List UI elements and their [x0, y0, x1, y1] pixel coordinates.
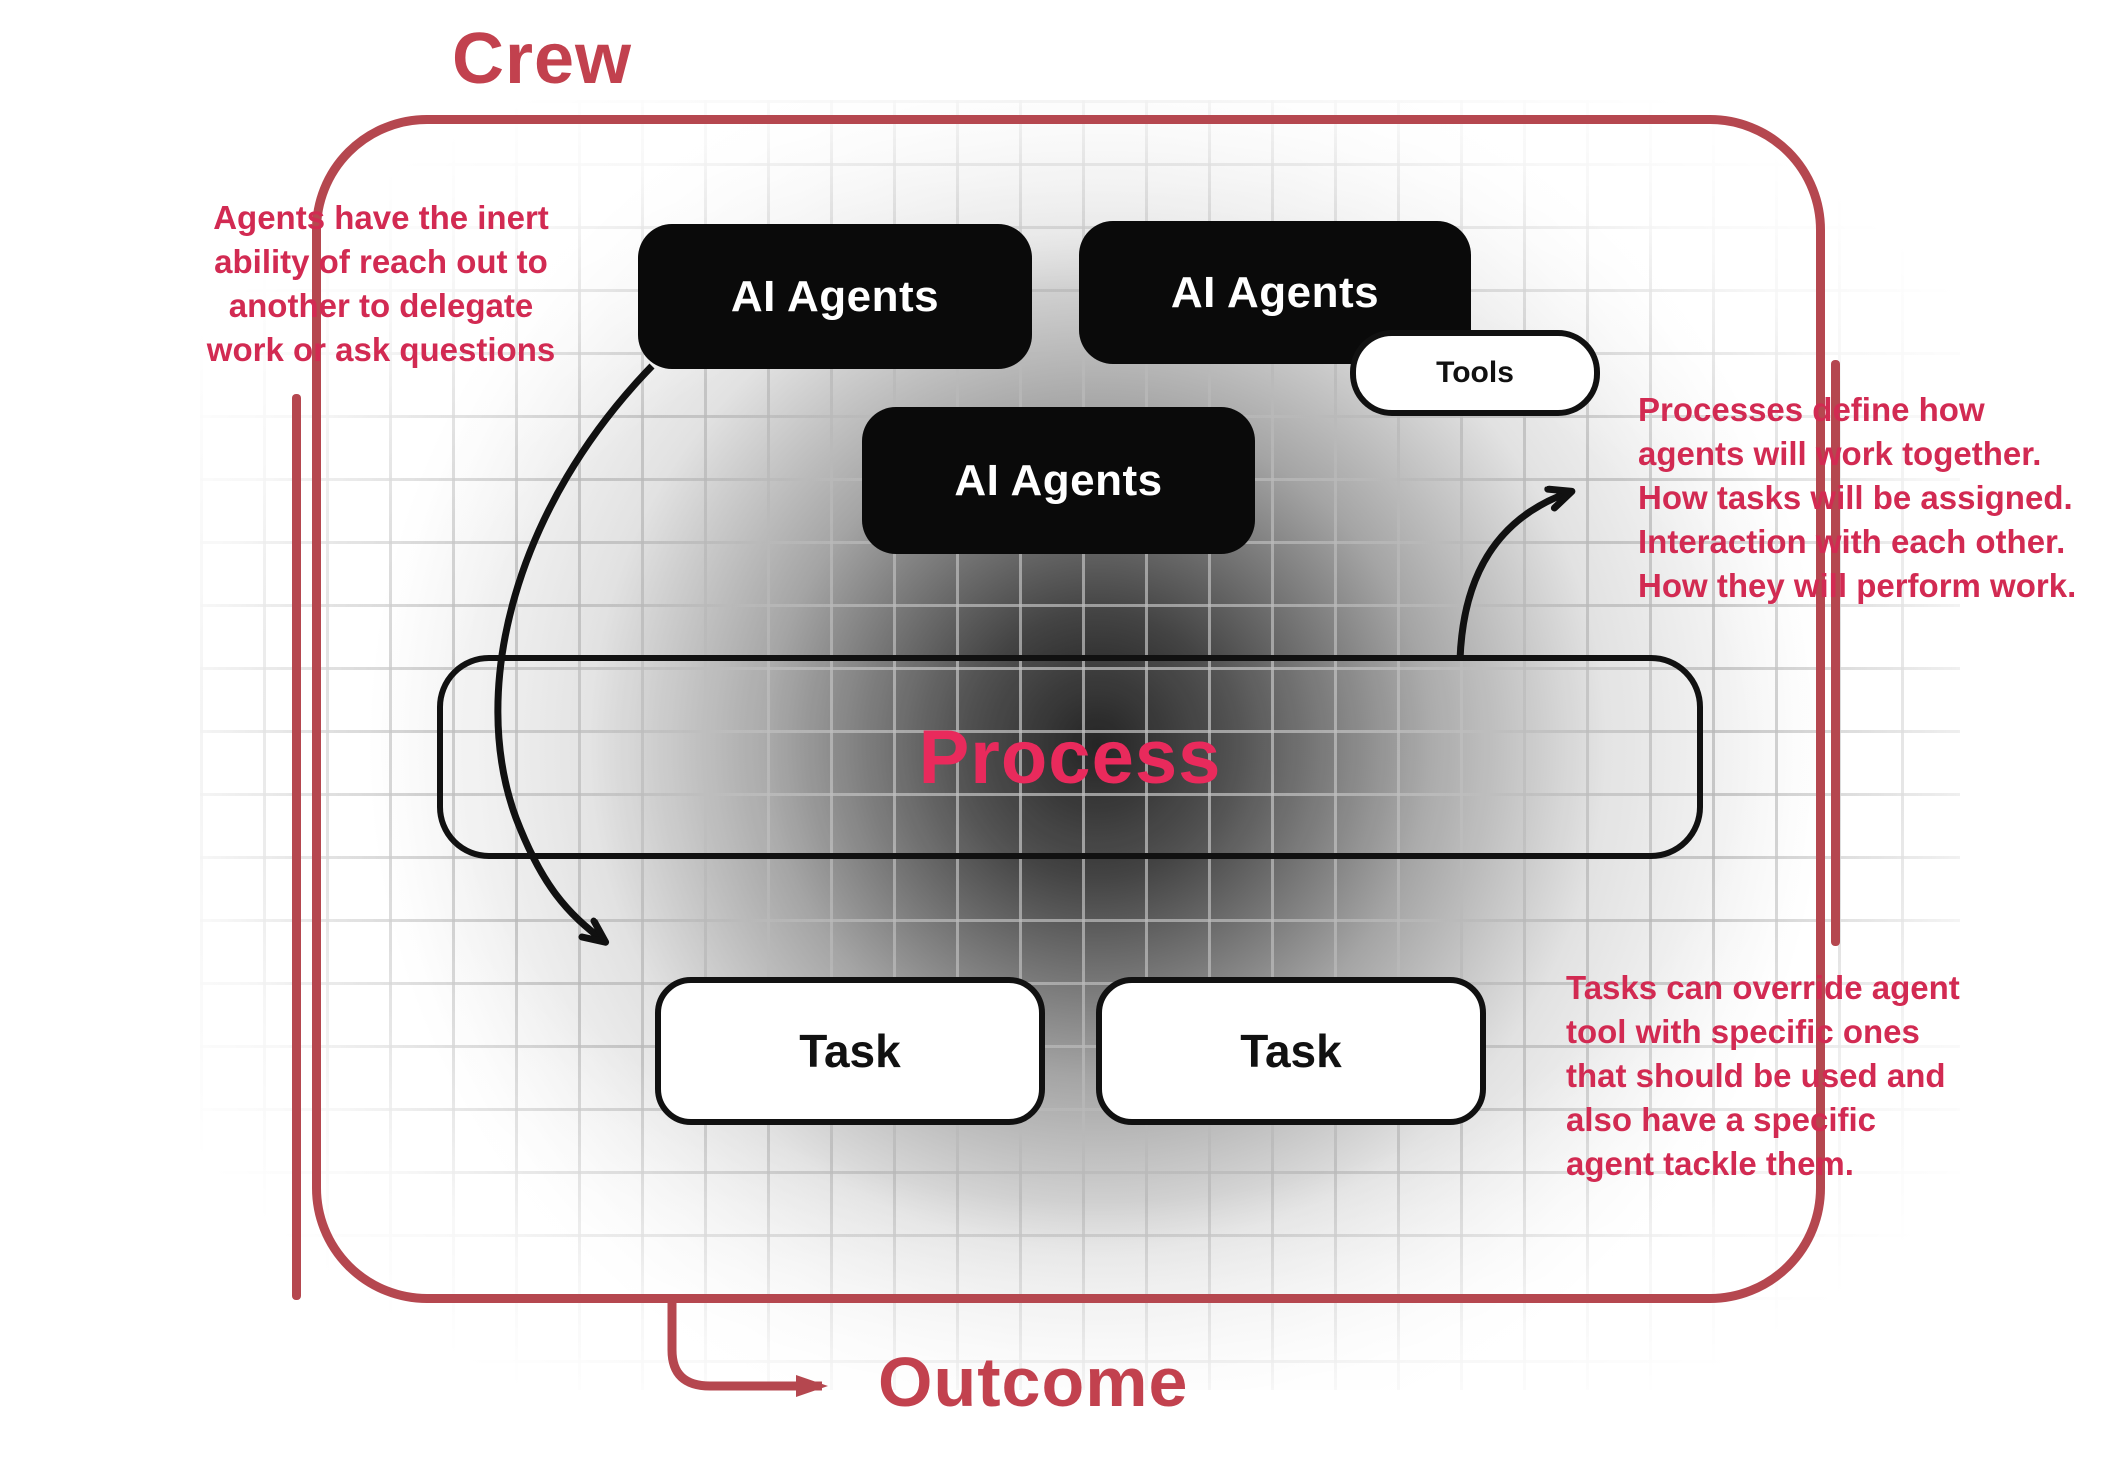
annotation-line: agents will work together. — [1638, 434, 2042, 472]
annotation-processes: Processes define how agents will work to… — [1638, 388, 2128, 607]
tools-label: Tools — [1436, 356, 1514, 389]
annotation-line: agent tackle them. — [1566, 1144, 1854, 1182]
task-box-2: Task — [1096, 977, 1486, 1125]
annotation-line: ability of reach out to — [214, 242, 548, 280]
left-accent-line — [292, 394, 301, 1300]
ai-agents-label-1: AI Agents — [730, 271, 940, 321]
task-box-1: Task — [655, 977, 1045, 1125]
annotation-delegation: Agents have the inert ability of reach o… — [185, 196, 577, 372]
tools-pill: Tools — [1350, 330, 1600, 416]
ai-agents-label-3: AI Agents — [954, 455, 1163, 505]
annotation-line: Tasks can override agent — [1566, 969, 1960, 1006]
annotation-line: Interaction with each other. — [1638, 522, 2066, 560]
ai-agents-box-3: AI Agents — [862, 407, 1255, 554]
ai-agents-box-1: AI Agents — [638, 224, 1032, 369]
annotation-line: Processes define how — [1638, 391, 1985, 428]
annotation-line: that should be used and — [1566, 1056, 1946, 1094]
crew-title: Crew — [452, 19, 633, 99]
outcome-label: Outcome — [878, 1343, 1189, 1421]
annotation-line: also have a specific — [1566, 1100, 1877, 1138]
annotation-line: work or ask questions — [206, 330, 556, 368]
annotation-line: another to delegate — [228, 286, 534, 324]
process-box: Process — [437, 655, 1703, 859]
task-label-2: Task — [1240, 1025, 1342, 1077]
annotation-line: Agents have the inert — [213, 199, 549, 236]
right-accent-line — [1831, 360, 1840, 946]
annotation-line: How they will perform work. — [1638, 566, 2077, 604]
annotation-line: tool with specific ones — [1566, 1012, 1920, 1050]
annotation-tasks: Tasks can override agent tool with speci… — [1566, 966, 2036, 1185]
process-label: Process — [918, 714, 1222, 800]
crew-boundary — [312, 115, 1825, 1303]
annotation-line: How tasks will be assigned. — [1638, 478, 2073, 516]
task-label-1: Task — [799, 1025, 901, 1077]
ai-agents-label-2: AI Agents — [1170, 267, 1380, 317]
